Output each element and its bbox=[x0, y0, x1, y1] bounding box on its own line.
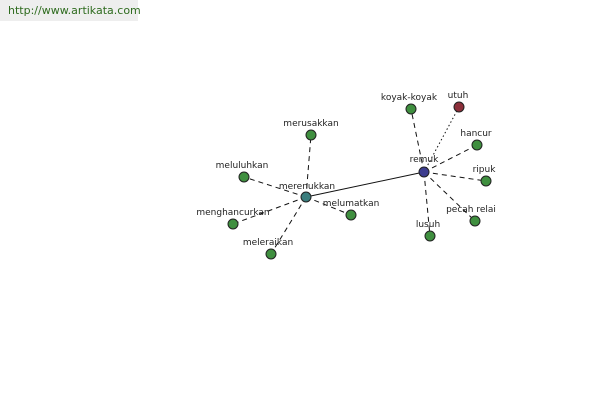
edge-merenukkan-melumatkan bbox=[305, 196, 352, 216]
node-utuh[interactable] bbox=[453, 101, 465, 113]
edge-remuk-pecah-relai bbox=[423, 171, 476, 222]
node-menghancurkan[interactable] bbox=[227, 218, 239, 230]
labels-layer: remuk merenukkan koyak-koyak utuh hancur ripu… bbox=[196, 91, 496, 248]
node-koyak-koyak[interactable] bbox=[405, 103, 417, 115]
edge-merenukkan-menghancurkan bbox=[232, 196, 307, 225]
node-label-merusakkan[interactable]: merusakkan bbox=[283, 119, 338, 129]
node-label-remuk[interactable]: remuk bbox=[410, 155, 440, 165]
node-label-lusuh[interactable]: lusuh bbox=[416, 220, 440, 230]
site-url-link[interactable]: http://www.artikata.com bbox=[0, 0, 141, 21]
nodes-layer bbox=[227, 101, 492, 260]
node-ripuk[interactable] bbox=[480, 175, 492, 187]
node-merenukkan[interactable] bbox=[300, 191, 312, 203]
edge-merenukkan-merusakkan bbox=[305, 134, 312, 198]
node-meleraikan[interactable] bbox=[265, 248, 277, 260]
node-label-meleraikan[interactable]: meleraikan bbox=[243, 238, 293, 248]
edge-remuk-hancur bbox=[423, 144, 478, 173]
node-label-melumatkan[interactable]: melumatkan bbox=[323, 199, 380, 209]
node-label-koyak-koyak[interactable]: koyak-koyak bbox=[381, 93, 438, 103]
node-lusuh[interactable] bbox=[424, 230, 436, 242]
edge-remuk-koyak-koyak bbox=[410, 108, 425, 173]
node-label-ripuk[interactable]: ripuk bbox=[473, 165, 497, 175]
node-label-pecah-relai[interactable]: pecah relai bbox=[446, 205, 496, 215]
edge-remuk-lusuh bbox=[423, 171, 431, 237]
edge-remuk-utuh bbox=[423, 106, 460, 173]
node-label-merenukkan[interactable]: merenukkan bbox=[279, 182, 335, 192]
node-pecah-relai[interactable] bbox=[469, 215, 481, 227]
node-melumatkan[interactable] bbox=[345, 209, 357, 221]
node-label-meluluhkan[interactable]: meluluhkan bbox=[216, 161, 269, 171]
edge-remuk-ripuk bbox=[423, 171, 487, 182]
edge-merenukkan-meluluhkan bbox=[243, 176, 307, 198]
edge-remuk-merenukkan bbox=[305, 171, 425, 198]
edge-merenukkan-meleraikan bbox=[270, 196, 307, 255]
node-hancur[interactable] bbox=[471, 139, 483, 151]
edges-layer bbox=[232, 106, 487, 255]
node-label-hancur[interactable]: hancur bbox=[460, 129, 492, 139]
node-merusakkan[interactable] bbox=[305, 129, 317, 141]
node-label-menghancurkan[interactable]: menghancurkan bbox=[196, 208, 269, 218]
node-meluluhkan[interactable] bbox=[238, 171, 250, 183]
node-remuk[interactable] bbox=[418, 166, 430, 178]
node-label-utuh[interactable]: utuh bbox=[448, 91, 469, 101]
